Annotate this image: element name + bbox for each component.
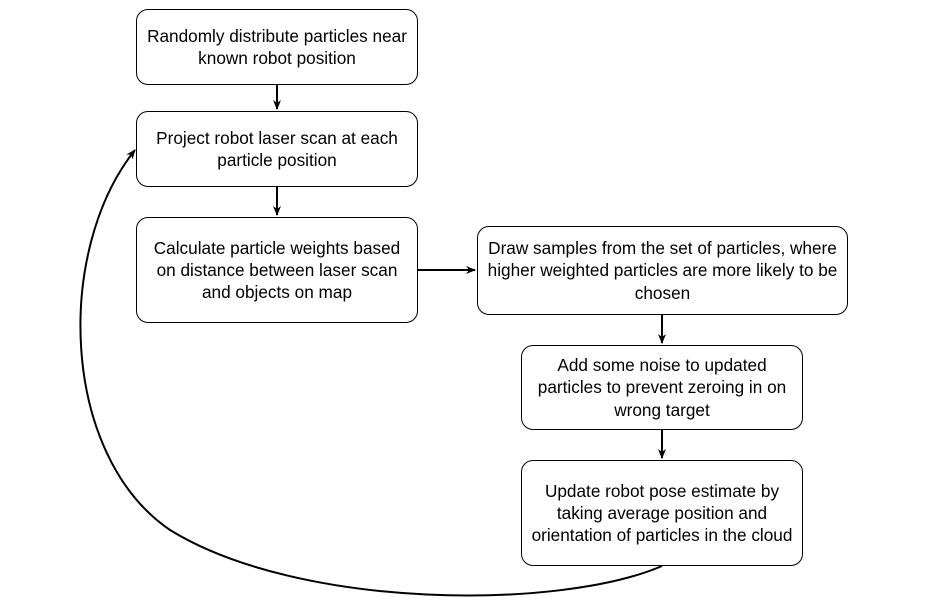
- step-update-pose-label: Update robot pose estimate by taking ave…: [531, 480, 793, 546]
- edge-n6-to-n2-loop: [79, 149, 663, 597]
- step-draw-samples-label: Draw samples from the set of particles, …: [487, 238, 838, 303]
- step-project-laser-scan: Project robot laser scan at each particl…: [136, 111, 418, 187]
- step-project-laser-scan-label: Project robot laser scan at each particl…: [156, 127, 398, 170]
- step-distribute-particles: Randomly distribute particles near known…: [136, 9, 418, 85]
- step-draw-samples: Draw samples from the set of particles, …: [477, 226, 848, 315]
- step-distribute-particles-label: Randomly distribute particles near known…: [147, 25, 407, 68]
- step-add-noise: Add some noise to updated particles to p…: [521, 345, 803, 430]
- step-add-noise-label: Add some noise to updated particles to p…: [537, 355, 787, 420]
- step-calculate-weights-label: Calculate particle weights based on dist…: [153, 237, 401, 303]
- step-update-pose: Update robot pose estimate by taking ave…: [521, 460, 803, 566]
- step-calculate-weights: Calculate particle weights based on dist…: [136, 217, 418, 323]
